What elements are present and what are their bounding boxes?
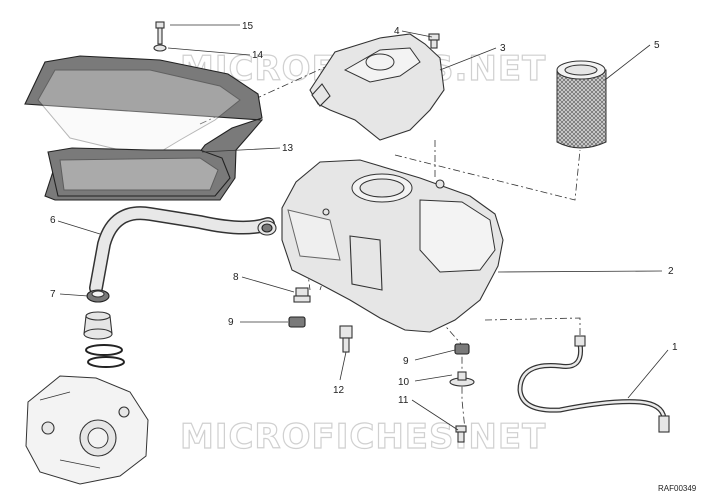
- air-intake-cover: [24, 55, 264, 201]
- callout-6: 6: [50, 215, 56, 226]
- air-filter: [556, 60, 607, 149]
- bracket-cover: [309, 33, 445, 141]
- stud-12: [339, 325, 353, 353]
- callout-4: 4: [394, 26, 400, 37]
- washer-10: [449, 371, 475, 387]
- callout-12: 12: [333, 385, 345, 396]
- callout-3: 3: [500, 43, 506, 54]
- drain-hose: [517, 335, 670, 433]
- callout-13: 13: [282, 143, 294, 154]
- leader-lines: [57, 24, 669, 431]
- washer-14: [153, 44, 167, 52]
- bush-9-left: [288, 316, 306, 328]
- callout-11: 11: [398, 395, 409, 406]
- engine-case: [25, 375, 149, 485]
- callout-7: 7: [50, 289, 56, 300]
- bolt-4: [428, 33, 440, 49]
- callout-9-right: 9: [403, 356, 409, 367]
- reference-code: RAF00349: [658, 484, 697, 493]
- callout-14: 14: [252, 50, 264, 61]
- grommet-8: [293, 287, 311, 303]
- hose-clamp: [86, 289, 110, 303]
- callout-10: 10: [398, 377, 410, 388]
- breather-hose: [89, 206, 277, 295]
- bolt-11: [455, 425, 467, 443]
- callouts: 1 2 3 4 5 6 7 8 9 9 10 11 12 13 14 15: [50, 21, 678, 406]
- watermark-bottom: MICROFICHES.NET: [180, 417, 546, 457]
- o-rings: [85, 344, 125, 368]
- bolt-15: [155, 21, 165, 45]
- callout-1: 1: [672, 342, 678, 353]
- bush-9-right: [454, 343, 470, 355]
- callout-15: 15: [242, 21, 254, 32]
- air-box: [281, 159, 504, 333]
- callout-9-left: 9: [228, 317, 234, 328]
- callout-8: 8: [233, 272, 239, 283]
- callout-5: 5: [654, 40, 660, 51]
- callout-2: 2: [668, 266, 674, 277]
- breather-valve: [83, 311, 113, 340]
